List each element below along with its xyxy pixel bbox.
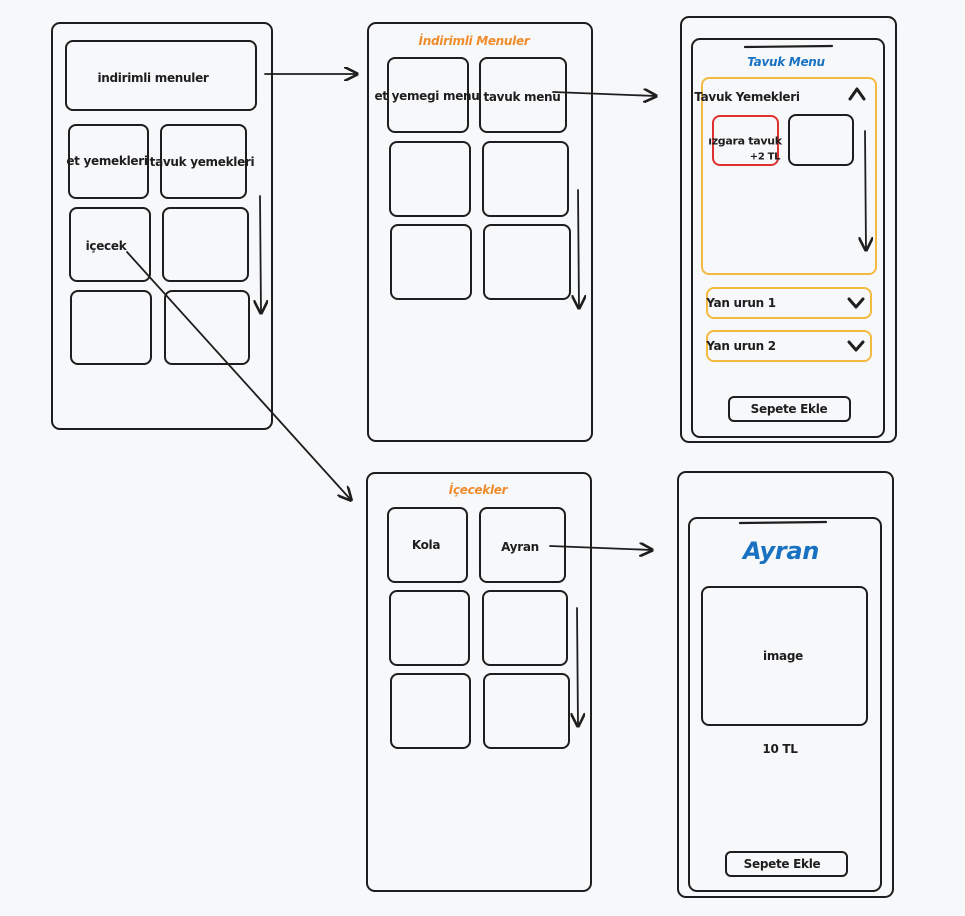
scroll-indicator [260,195,261,313]
empty-tile[interactable] [70,290,152,365]
ayran-button[interactable] [479,507,566,583]
add-to-cart-label: Sepete Ekle [743,857,821,871]
discount-menus-label: indirimli menuler [97,71,209,85]
arrow-ayran-to-detail [549,546,652,550]
chicken-dishes-label: tavuk yemekleri [149,155,255,169]
empty-tile[interactable] [390,224,472,300]
cola-button[interactable] [387,507,468,583]
empty-tile[interactable] [389,141,471,217]
screen-drinks [366,472,592,892]
empty-tile[interactable] [482,590,568,666]
chicken-menu-label: tavuk menu [483,90,561,104]
section-title: Tavuk Yemekleri [694,90,800,104]
screen-ayran-outer [677,471,894,898]
side-item-1-label: Yan urun 1 [706,296,776,310]
screen-discount-menus [367,22,593,442]
meat-menu-label: et yemegi menu [374,89,480,103]
add-to-cart-button[interactable] [728,396,851,422]
meat-menu-button[interactable] [387,57,469,133]
scroll-indicator [577,607,578,726]
grilled-chicken-item[interactable] [712,115,779,166]
item-price: +2 TL [749,151,781,163]
chicken-dishes-accordion[interactable] [701,77,877,275]
chicken-dishes-button[interactable] [160,124,247,199]
image-label: image [763,649,803,663]
meat-dishes-button[interactable] [68,124,149,199]
arrow-discount-to-chicken-menu [552,92,656,96]
empty-tile[interactable] [390,673,471,749]
empty-item[interactable] [788,114,854,166]
chicken-menu-button[interactable] [479,57,567,133]
item-name: ızgara tavuk [708,134,782,148]
screen-ayran-inner [688,517,882,892]
product-price: 10 TL [762,742,798,756]
scroll-indicator [578,189,579,308]
empty-tile[interactable] [483,673,570,749]
product-image-placeholder [701,586,868,726]
side-item-1-dropdown[interactable] [706,287,872,319]
side-item-2-label: Yan urun 2 [706,339,776,353]
side-item-2-dropdown[interactable] [706,330,872,362]
empty-tile[interactable] [164,290,250,365]
empty-tile[interactable] [483,224,571,300]
empty-tile[interactable] [162,207,249,282]
empty-tile[interactable] [389,590,470,666]
screen-title: İçecekler [448,483,508,497]
meat-dishes-label: et yemekleri [66,154,148,168]
add-to-cart-button[interactable] [725,851,848,877]
drinks-label: içecek [85,239,127,253]
scroll-indicator [865,130,866,250]
screen-title: İndirimli Menuler [418,34,530,48]
chevron-up-icon [848,87,866,101]
phone-notch [738,520,828,525]
screen-chicken-menu-outer [680,16,897,443]
arrow-drinks-to-drinks-screen [126,251,351,500]
drinks-button[interactable] [69,207,151,282]
cola-label: Kola [411,538,441,552]
product-title: Ayran [742,537,820,565]
chevron-down-icon [847,340,865,352]
ayran-label: Ayran [501,540,539,554]
chevron-down-icon [847,297,865,309]
discount-menus-button[interactable] [65,40,257,111]
screen-home [51,22,273,430]
empty-tile[interactable] [482,141,569,217]
screen-chicken-menu-inner [691,38,885,438]
phone-notch [743,44,834,49]
add-to-cart-label: Sepete Ekle [750,402,828,416]
screen-title: Tavuk Menu [747,55,825,69]
